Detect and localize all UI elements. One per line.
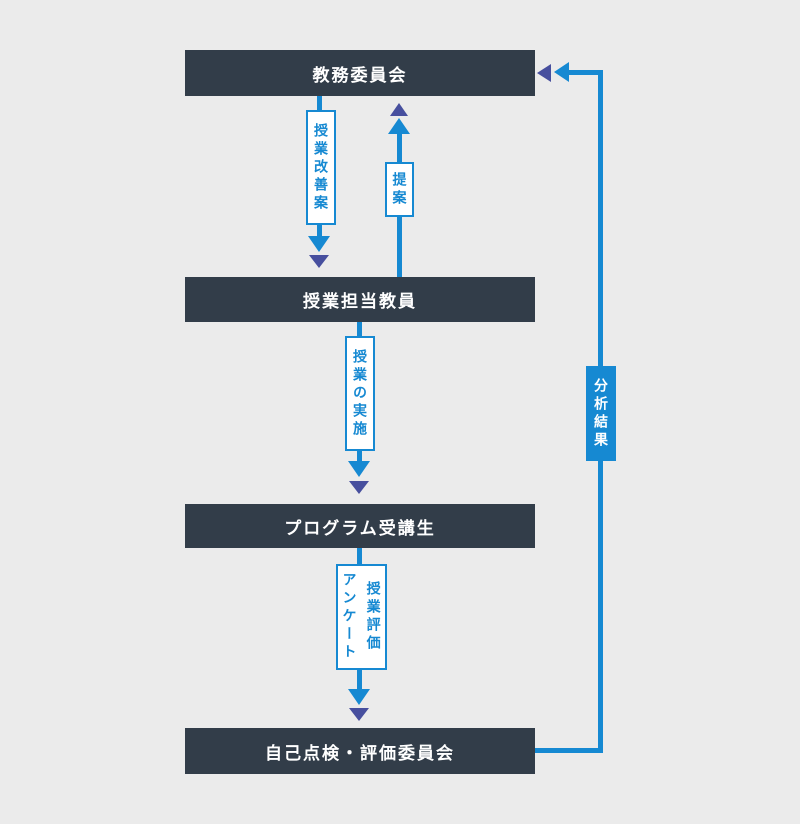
arrowhead-blue-down-icon xyxy=(308,236,330,252)
arrowhead-blue-down-icon xyxy=(348,461,370,477)
edge-label-bunseki-kekka: 分析結果 xyxy=(586,366,616,461)
edge-bunseki-line-bottom xyxy=(535,748,601,753)
arrowhead-purple-down-icon xyxy=(349,481,369,494)
node-program-jukosei: プログラム受講生 xyxy=(185,504,535,548)
arrowhead-purple-down-icon xyxy=(349,708,369,721)
arrowhead-purple-down-icon xyxy=(309,255,329,268)
node-jugyo-tanto-kyoin: 授業担当教員 xyxy=(185,277,535,322)
arrowhead-blue-up-icon xyxy=(388,118,410,134)
edge-bunseki-line-top xyxy=(568,70,603,75)
node-kyomu-iinkai: 教務委員会 xyxy=(185,50,535,96)
arrowhead-blue-left-icon xyxy=(554,62,569,82)
edge-label-teian: 提案 xyxy=(385,162,414,217)
arrowhead-purple-left-icon xyxy=(537,64,551,82)
arrowhead-purple-up-icon xyxy=(390,103,408,116)
edge-label-jugyo-kaizen-an: 授業改善案 xyxy=(306,110,336,225)
node-jiko-tenken-hyoka-iinkai: 自己点検・評価委員会 xyxy=(185,728,535,774)
edge-label-jugyo-hyoka-anketo: 授業評価 アンケート xyxy=(336,564,387,670)
edge-label-jugyo-no-jisshi: 授業の実施 xyxy=(345,336,375,451)
arrowhead-blue-down-icon xyxy=(348,689,370,705)
